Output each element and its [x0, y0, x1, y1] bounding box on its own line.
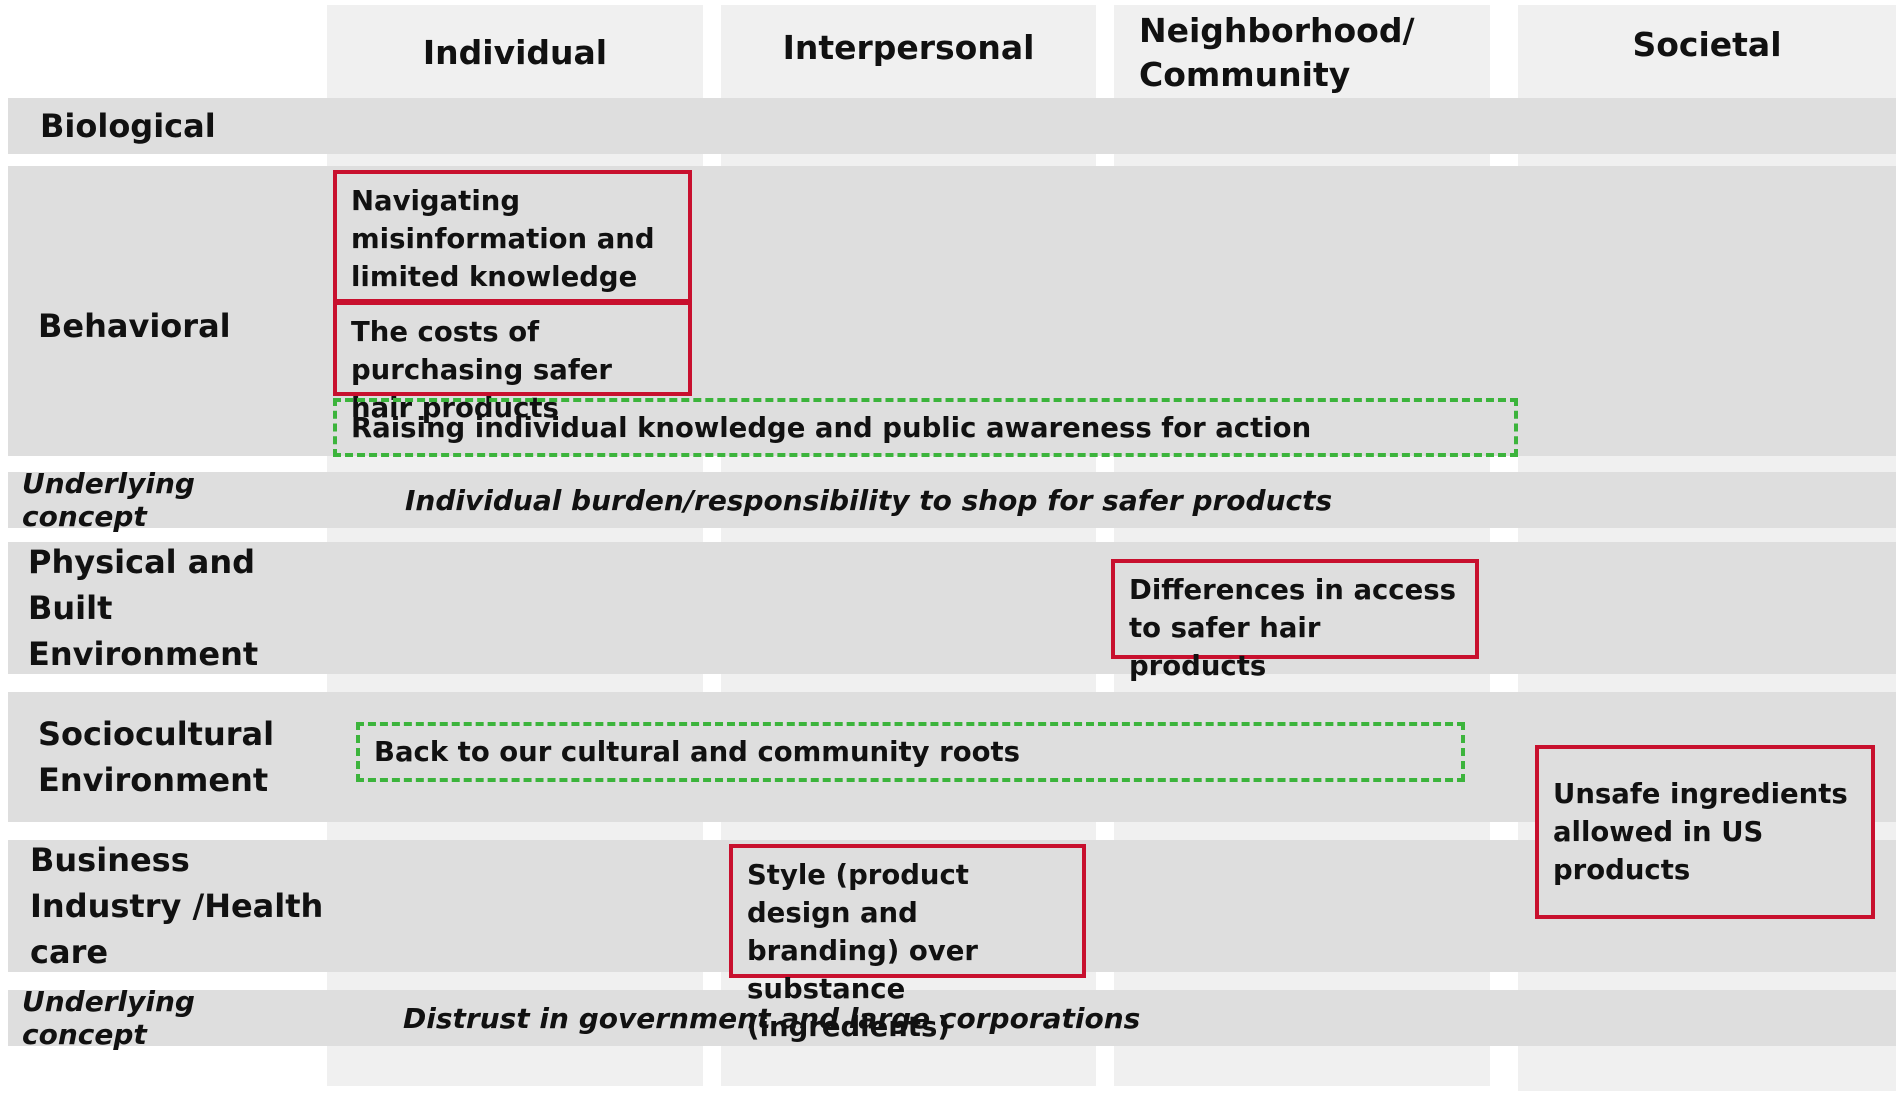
concept-text-distrust: Distrust in government and large corpora… [403, 1001, 1141, 1035]
concept-text-individual-burden: Individual burden/responsibility to shop… [405, 483, 1333, 517]
row-band-concept-1 [8, 472, 1896, 528]
row-band-behavioral [8, 166, 1896, 456]
row-label-sociocultural: Sociocultural Environment [38, 715, 275, 799]
facilitator-box-cultural-roots: Back to our cultural and community roots [356, 722, 1465, 782]
column-header-community: Neighborhood/ Community [1139, 11, 1415, 94]
barrier-box-costs: The costs of purchasing safer hair produ… [333, 301, 692, 424]
row-label-underlying-concept-2: Underlying concept [22, 985, 195, 1051]
row-label-underlying-concept-1: Underlying concept [22, 467, 195, 533]
row-label-behavioral: Behavioral [38, 307, 231, 345]
column-header-societal: Societal [1632, 25, 1782, 64]
barrier-box-misinformation: Navigating misinformation and limited kn… [333, 170, 692, 303]
barrier-box-access: Differences in access to safer hair prod… [1111, 559, 1479, 682]
column-header-interpersonal: Interpersonal [782, 28, 1035, 67]
facilitator-box-awareness: Raising individual knowledge and public … [333, 398, 1518, 457]
row-band-concept-2 [8, 990, 1896, 1046]
row-label-business: Business Industry /Health care [30, 841, 324, 971]
row-band-physical [8, 542, 1896, 674]
barrier-box-unsafe-ingredients: Unsafe ingredients allowed in US product… [1535, 745, 1875, 919]
row-band-biological [8, 98, 1896, 154]
row-label-biological: Biological [40, 107, 216, 145]
column-header-individual: Individual [422, 33, 608, 72]
row-label-physical: Physical and Built Environment [28, 543, 259, 673]
barrier-box-style: Style (product design and branding) over… [729, 844, 1086, 1043]
